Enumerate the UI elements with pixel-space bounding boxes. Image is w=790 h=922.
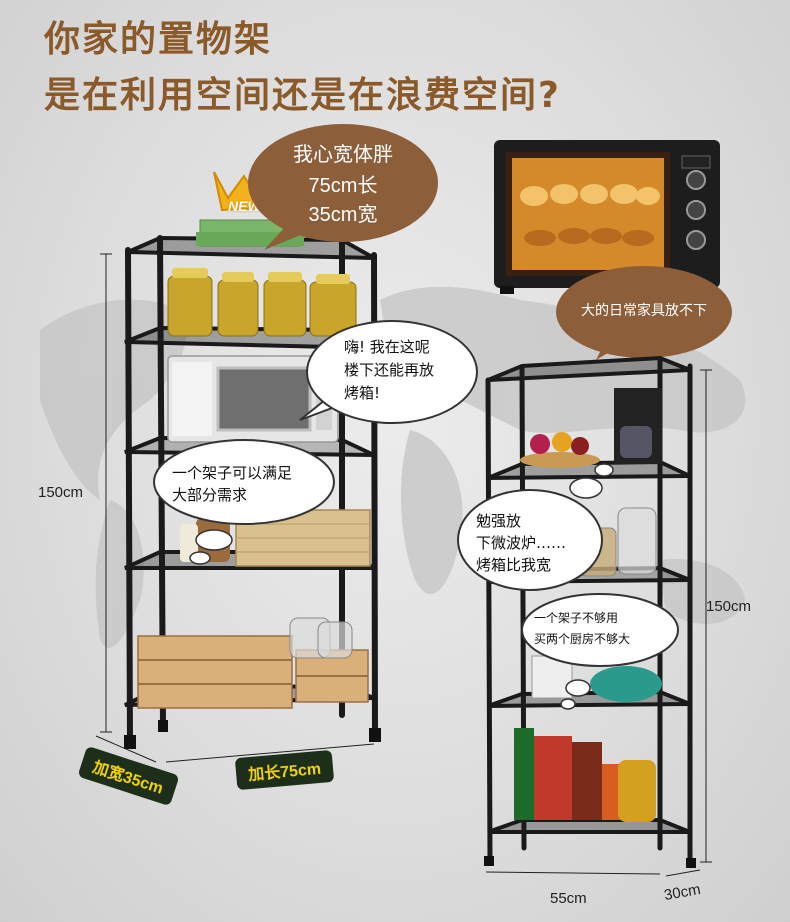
- right-capacity-bubble-line-1: 一个架子不够用: [534, 611, 619, 625]
- left-capacity-bubble-line-1: 一个架子可以满足: [172, 464, 293, 482]
- left-capacity-bubble: 一个架子可以满足 大部分需求: [172, 462, 322, 506]
- left-size-bubble-title: 我心宽体胖: [293, 142, 393, 166]
- right-microwave-bubble: 勉强放 下微波炉…… 烤箱比我宽: [476, 510, 596, 576]
- oven-bubble: 大的日常家具放不下: [556, 266, 732, 358]
- left-height-label: 150cm: [38, 484, 84, 501]
- right-capacity-bubble-line-2: 买两个厨房不够大: [534, 632, 631, 646]
- left-oven-bubble-line-3: 烤箱!: [344, 384, 381, 402]
- left-oven-bubble: 嗨! 我在这呢 楼下还能再放 烤箱!: [306, 320, 478, 424]
- left-size-bubble-length: 75cm长: [308, 175, 378, 197]
- right-microwave-bubble-line-3: 烤箱比我宽: [476, 556, 552, 574]
- headline-line-2: 是在利用空间还是在浪费空间?: [44, 75, 561, 116]
- headline-line-1: 你家的置物架: [44, 19, 273, 60]
- left-oven-bubble-line-2: 楼下还能再放: [344, 361, 435, 379]
- right-width-label: 55cm: [550, 890, 587, 907]
- left-size-bubble-width: 35cm宽: [308, 204, 378, 226]
- right-microwave-bubble-line-2: 下微波炉……: [476, 534, 567, 552]
- right-microwave-bubble-line-1: 勉强放: [476, 512, 522, 530]
- left-oven-bubble-line-1: 嗨! 我在这呢: [344, 338, 430, 356]
- left-capacity-bubble-line-2: 大部分需求: [172, 486, 248, 504]
- right-capacity-bubble: 一个架子不够用 买两个厨房不够大: [534, 608, 674, 650]
- right-height-label: 150cm: [706, 598, 752, 615]
- oven-bubble-text: 大的日常家具放不下: [581, 303, 707, 319]
- left-size-bubble: 我心宽体胖 75cm长 35cm宽: [248, 124, 438, 242]
